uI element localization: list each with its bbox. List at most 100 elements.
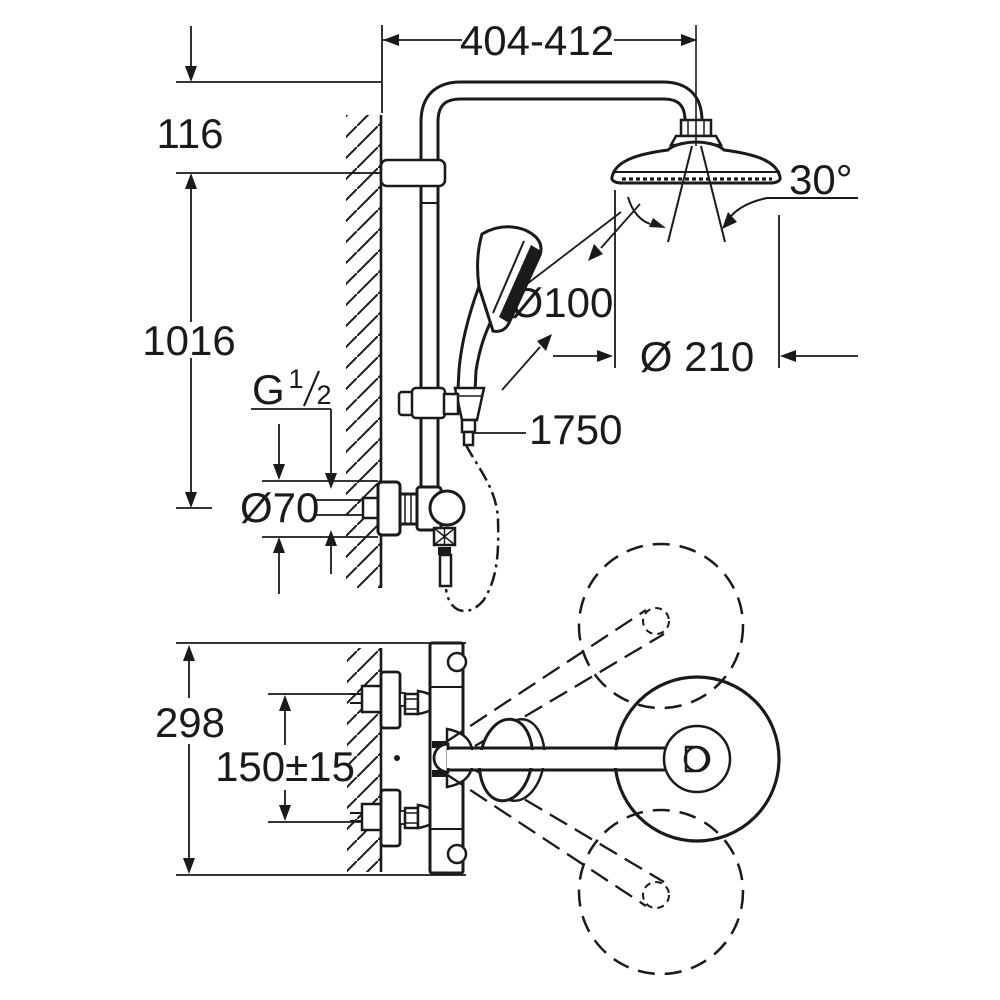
hub-inner-circle (683, 745, 711, 773)
dim-swivel-angle-label: 30° (789, 156, 853, 203)
dashed-head-lower (577, 808, 745, 976)
thread-denominator: 2 (316, 380, 331, 410)
arm-slot-top (432, 741, 448, 748)
thread-numerator: 1 (288, 364, 303, 394)
arrow-150-up (279, 695, 291, 711)
dim-head-shower-dia-label: Ø 210 (640, 333, 754, 380)
arrow-thread-top (325, 473, 337, 489)
spray-cone-lines (667, 145, 726, 243)
body-step-lines (430, 686, 463, 830)
nut-facets (687, 120, 705, 136)
arm-fill (447, 750, 689, 768)
arrow-swivel-leader (722, 212, 737, 229)
dimension-labels: 404-412 116 1016 30° Ø100 Ø 210 1750 G 1… (142, 17, 852, 790)
arm-pivot-cap (432, 742, 450, 774)
arrow-head-dia-right (780, 350, 796, 362)
outlet-band (438, 547, 451, 555)
plan-dimension-lines (176, 642, 466, 876)
arrow-width-right (681, 34, 697, 46)
supply-nut-lines-top (405, 698, 418, 710)
escutcheon (376, 480, 402, 537)
shower-rail-pipe (350, 80, 704, 487)
dim-width-range-label: 404-412 (460, 17, 614, 64)
swivel-arc-arrow-line (627, 196, 651, 225)
leader-thread-g (251, 408, 332, 574)
thread-g-label: G (252, 366, 285, 413)
arrow-1016-down (185, 492, 197, 508)
arrow-thread-bottom (325, 530, 337, 546)
arrow-1016-up (185, 173, 197, 189)
valve-body-plan (428, 641, 475, 875)
dim-lines-head-dia (553, 190, 858, 368)
holder-cone (453, 386, 486, 422)
arrow-swivel-arc (649, 218, 666, 228)
union-nut-facets (404, 494, 412, 524)
dashed-arm-upper (445, 609, 665, 747)
dashed-hub-upper (642, 607, 670, 635)
arm-edges (447, 746, 689, 772)
holder-nipple (460, 418, 477, 434)
dashed-hub-lower (642, 881, 670, 909)
dim-rosette-dia-label: Ø70 (240, 484, 319, 531)
front-view (176, 25, 858, 613)
thread-size-label: G 1 2 (252, 364, 332, 413)
arrow-298-down (183, 858, 195, 874)
body-screw-bottom (446, 843, 468, 865)
dim-body-width-label: 298 (155, 699, 225, 746)
supply-escutcheon-top (379, 670, 402, 730)
supply-escutcheon-bottom (379, 788, 402, 848)
plan-view (176, 542, 781, 976)
body-screw-top (446, 651, 468, 673)
dim-supply-span-label: 150±15 (215, 743, 355, 790)
pivot-center-dot (394, 755, 400, 761)
head-shower-body (610, 140, 782, 185)
hand-shower-face (499, 245, 541, 323)
wall-bracket (379, 158, 447, 188)
thermostat-valve (361, 480, 466, 588)
head-shower (610, 25, 782, 243)
leader-swivel-angle (730, 197, 858, 217)
dim-top-offset-label: 116 (157, 110, 224, 157)
leader-thread-lines (316, 499, 364, 516)
supply-nut-lines-bottom (405, 812, 418, 824)
arrow-hand-dia-lower (537, 334, 552, 351)
dim-hose-length-label: 1750 (529, 406, 622, 453)
dashed-head-upper (577, 542, 745, 710)
shower-arm-plan (447, 746, 689, 772)
glide-arm (442, 392, 460, 416)
s-union-top (360, 684, 383, 714)
hose-stub (462, 430, 475, 447)
hand-shower (397, 225, 543, 447)
arrow-298-up (183, 645, 195, 661)
s-union-bottom (360, 802, 383, 832)
front-arrowheads (185, 34, 796, 553)
dim-lines-rosette (262, 424, 378, 594)
supply-nut-bottom (403, 806, 420, 830)
glide-bracket (397, 386, 460, 420)
dim-stem-1016 (176, 189, 212, 509)
valve-knob (428, 489, 466, 527)
union-nut (398, 492, 420, 526)
dashed-arm-lower (445, 769, 665, 907)
dim-rail-height-label: 1016 (142, 317, 235, 364)
plan-arrowheads (183, 645, 291, 874)
arrow-150-down (279, 805, 291, 821)
pipe-fill (422, 83, 701, 487)
outlet-tube (438, 553, 453, 588)
arm-slot-bottom (432, 770, 448, 777)
arrow-116-down (185, 66, 197, 82)
hand-shower-face-line (492, 240, 525, 314)
glide-body (410, 386, 447, 420)
arrow-rosette-bottom (273, 537, 285, 553)
supply-nut-top (403, 692, 420, 716)
arrow-head-dia-left (597, 350, 613, 362)
thread-fraction-slash (302, 370, 321, 407)
hose-nut-knurl (433, 527, 456, 546)
ext-lines-body-width (176, 642, 466, 876)
dim-hand-shower-dia-label: Ø100 (511, 279, 614, 326)
arrow-rosette-top (273, 464, 285, 480)
arrow-width-left (383, 34, 399, 46)
shower-hose (444, 444, 500, 613)
